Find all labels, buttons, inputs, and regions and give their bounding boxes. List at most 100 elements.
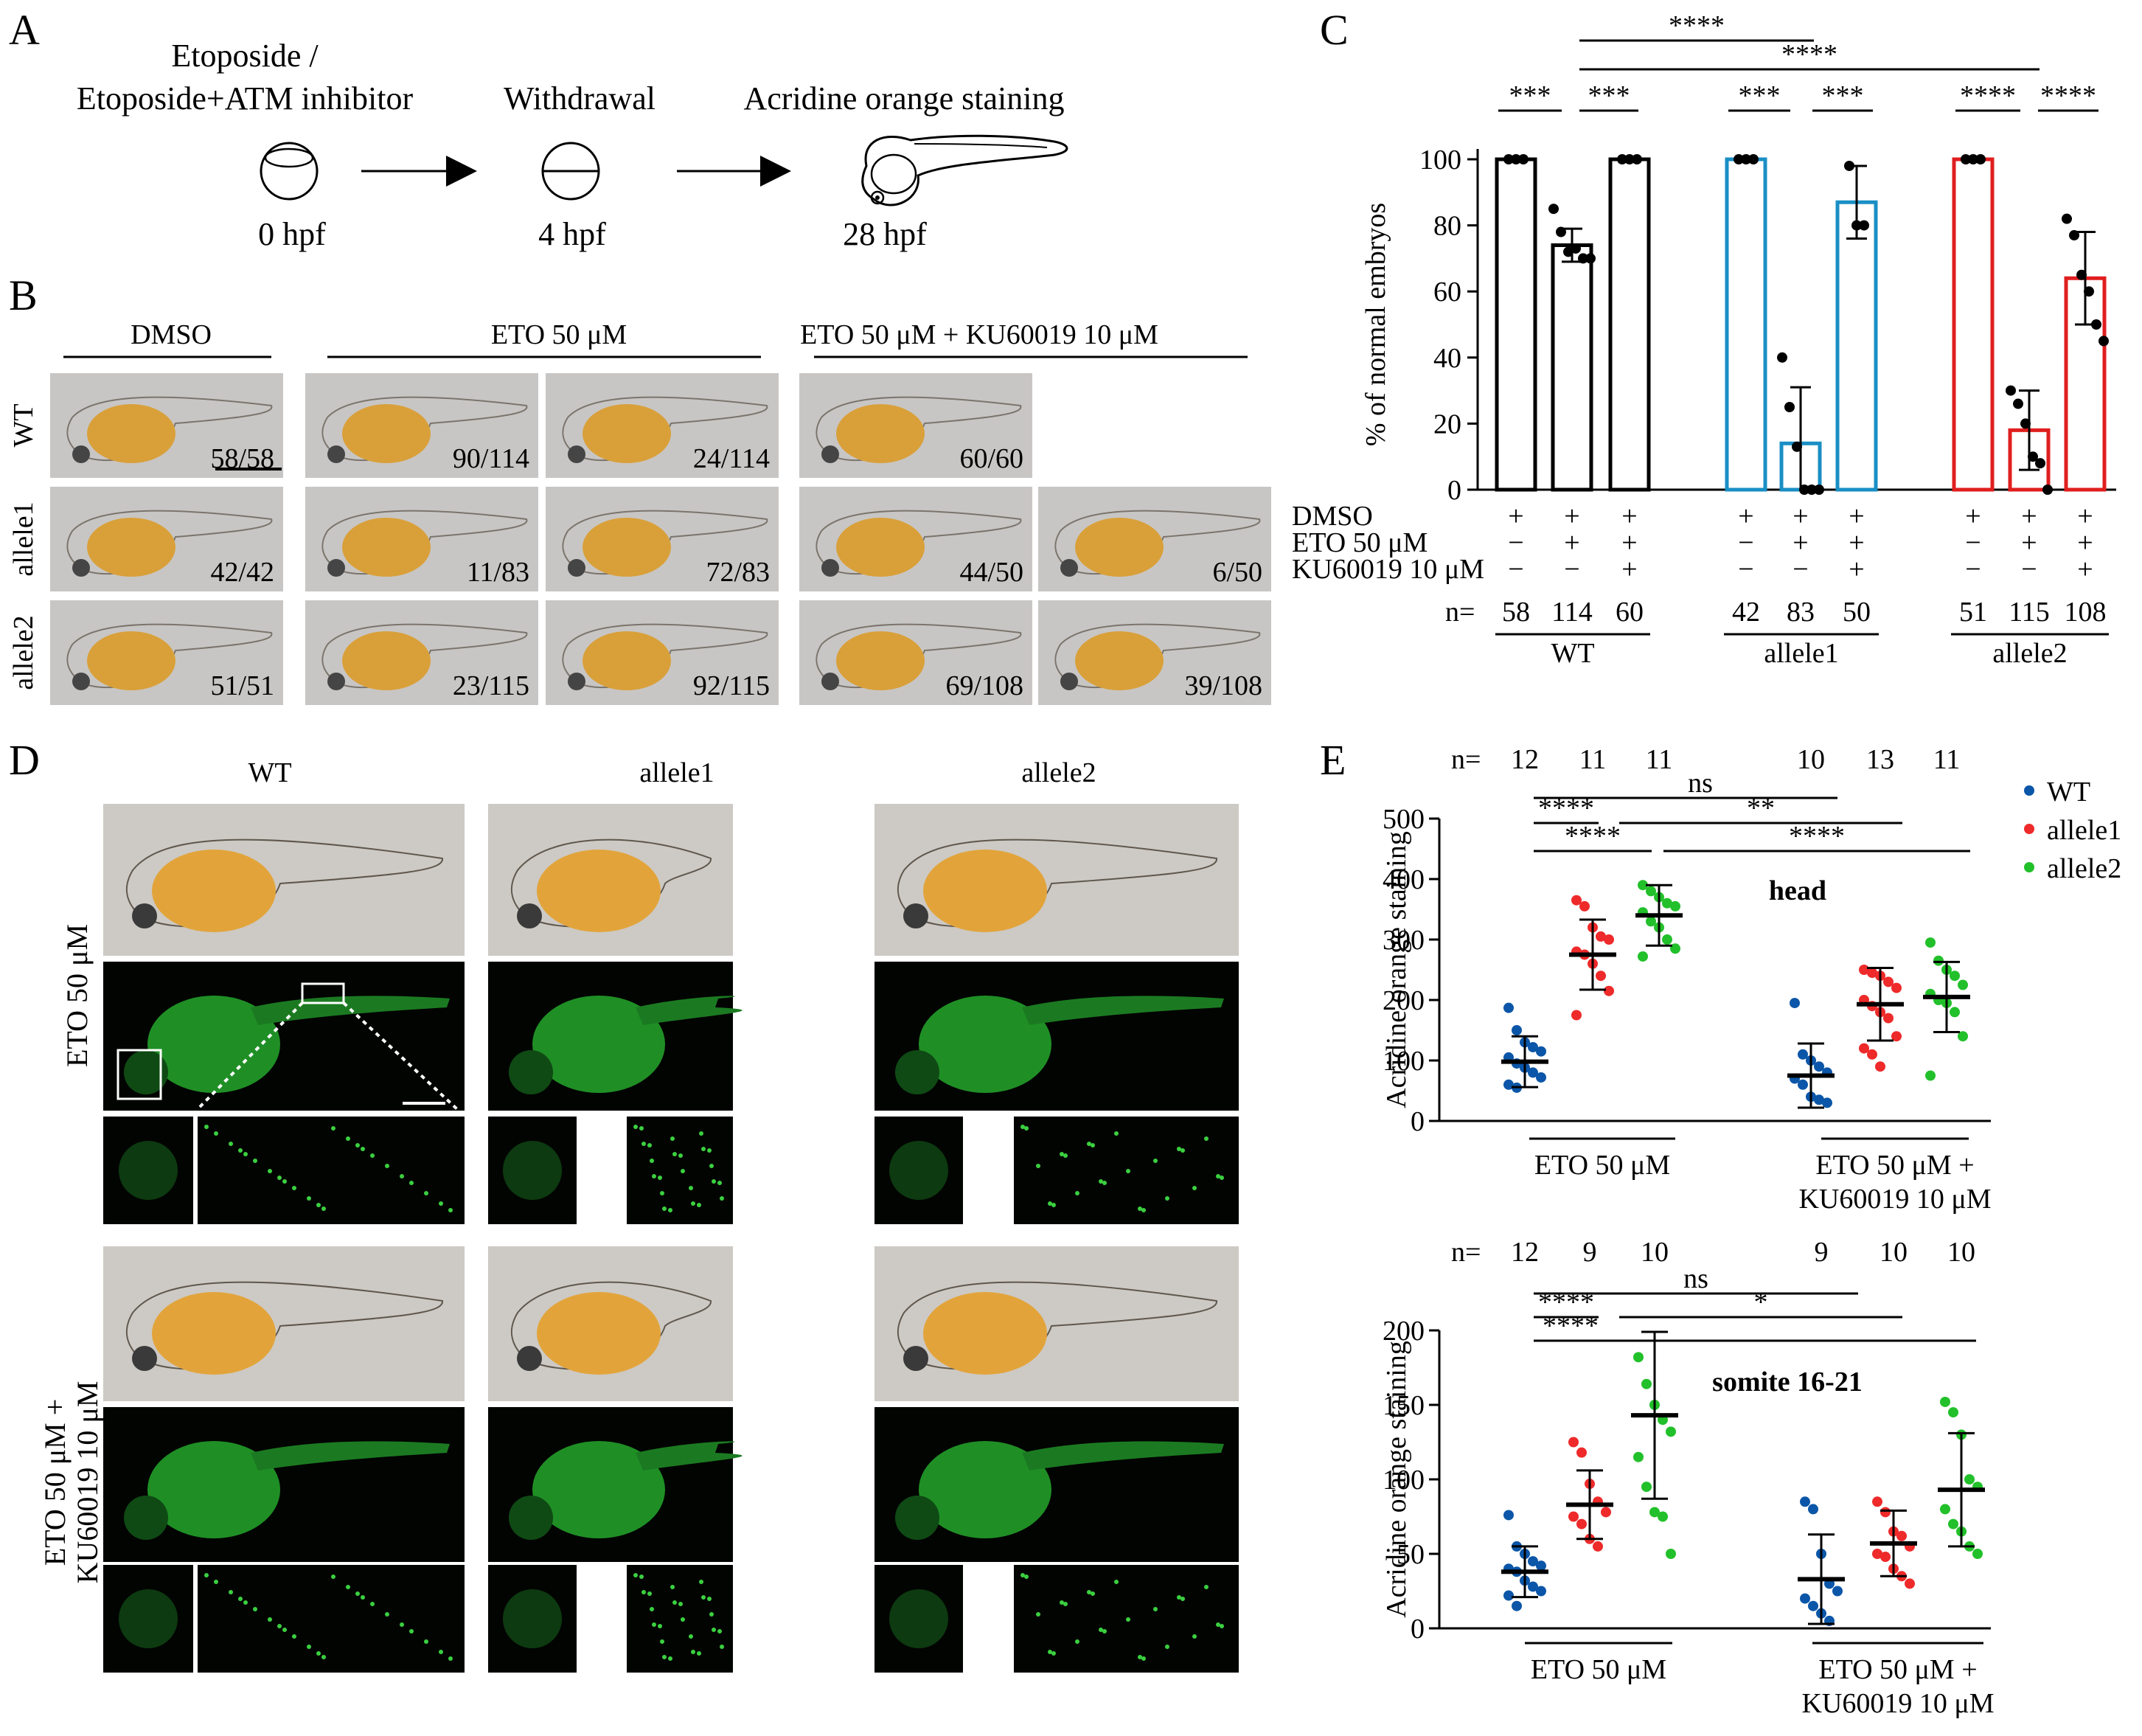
d-apoptotic-dot <box>253 1607 257 1611</box>
c-sign: + <box>1621 554 1637 585</box>
d-eye <box>132 1346 157 1371</box>
c-ytick-label: 80 <box>1433 211 1461 242</box>
c-point <box>2062 213 2072 224</box>
d-row-eto-ku-2: KU60019 10 μM <box>71 1381 104 1584</box>
d-apoptotic-dot <box>1220 1176 1224 1180</box>
d-apoptotic-dot <box>370 1153 375 1158</box>
d-apoptotic-dot <box>668 1208 672 1212</box>
c-sign: − <box>1564 554 1579 585</box>
d-apoptotic-dot <box>1177 1147 1181 1151</box>
d-apoptotic-dot <box>670 1585 675 1589</box>
e-ytick-label: 150 <box>1383 1390 1425 1421</box>
d-image-grid <box>103 804 1239 1673</box>
d-apoptotic-dot <box>1020 1125 1025 1129</box>
d-row-eto-ku-1: ETO 50 μM + <box>38 1399 72 1566</box>
d-apoptotic-dot <box>697 1651 701 1656</box>
e-group-right-2: KU60019 10 μM <box>1801 1688 1994 1719</box>
b-count: 92/115 <box>693 670 770 701</box>
e-point <box>1800 1593 1810 1604</box>
d-apoptotic-dot <box>660 1191 664 1195</box>
e-ytick-label: 400 <box>1383 864 1425 895</box>
c-ytick-label: 100 <box>1419 145 1461 176</box>
d-apoptotic-dot <box>448 1656 453 1661</box>
e-point <box>1536 1560 1546 1572</box>
a-time-0: 0 hpf <box>258 216 326 252</box>
e-ytick-label: 100 <box>1383 1046 1425 1077</box>
e-point <box>1964 1474 1975 1485</box>
d-apoptotic-dot <box>660 1639 664 1644</box>
d-apoptotic-dot <box>1177 1595 1181 1600</box>
c-ytick-label: 20 <box>1433 409 1461 440</box>
e-point <box>1662 934 1672 945</box>
e-n-label: n= <box>1451 744 1481 775</box>
d-yolk <box>152 850 276 932</box>
c-sign: − <box>1965 527 1981 558</box>
d-apoptotic-dot <box>701 1595 706 1600</box>
d-apoptotic-dot <box>1114 1580 1119 1584</box>
e-point <box>1948 1407 1958 1418</box>
c-point <box>2076 269 2087 280</box>
c-ytick-label: 40 <box>1433 343 1461 374</box>
e-ytick-label: 100 <box>1383 1465 1425 1496</box>
d-apoptotic-dot <box>282 1628 287 1632</box>
e-n-value: 11 <box>1933 744 1961 775</box>
c-n-value: 114 <box>1551 597 1593 628</box>
d-zoom-trunk <box>627 1117 733 1224</box>
e-point <box>1649 1507 1660 1518</box>
c-treat-label: KU60019 10 μM <box>1292 554 1484 585</box>
c-point <box>1844 160 1854 171</box>
d-apoptotic-dot <box>1051 1651 1056 1656</box>
e-point <box>1670 900 1680 912</box>
e-point <box>1822 1097 1832 1108</box>
d-yolk <box>152 1292 276 1375</box>
d-inset-box-head <box>117 1049 162 1100</box>
d-apoptotic-dot <box>1060 1152 1064 1156</box>
egg-4hpf-icon <box>541 142 600 201</box>
e-point <box>1528 1067 1538 1078</box>
e-point <box>1891 1031 1902 1042</box>
d-yolk <box>537 850 661 932</box>
e-ytick-label: 0 <box>1411 1614 1425 1645</box>
d-apoptotic-dot <box>316 1651 321 1656</box>
d-apoptotic-dot <box>633 1125 638 1129</box>
c-sig-label: *** <box>1588 80 1630 111</box>
b-count: 11/83 <box>467 557 529 588</box>
legend-dot-allele1 <box>2024 824 2034 834</box>
e-point <box>1593 1541 1603 1552</box>
e-point <box>1638 951 1648 962</box>
d-apoptotic-dot <box>1153 1159 1158 1163</box>
e-point <box>1646 916 1656 927</box>
e-ytick-label: 200 <box>1383 1316 1425 1347</box>
c-bar <box>1952 157 1995 492</box>
d-apoptotic-dot <box>385 1164 389 1168</box>
b-eye <box>1060 559 1078 577</box>
d-apoptotic-dot <box>1165 1196 1169 1201</box>
d-apoptotic-dot <box>400 1622 404 1627</box>
b-count: 69/108 <box>945 670 1023 701</box>
d-fluor-yolk <box>532 1441 665 1538</box>
d-apoptotic-dot <box>409 1629 414 1633</box>
b-row-label: allele1 <box>8 501 39 576</box>
e-ytick-label: 500 <box>1383 804 1425 835</box>
d-apoptotic-dot <box>268 1169 272 1173</box>
d-zoom-head-spot <box>889 1589 948 1648</box>
e-point <box>1568 1437 1579 1448</box>
c-point <box>2035 458 2045 469</box>
c-point <box>1968 154 1978 164</box>
d-apoptotic-dot <box>1220 1624 1224 1628</box>
d-apoptotic-dot <box>707 1597 712 1601</box>
d-apoptotic-dot <box>691 1201 695 1206</box>
e-point <box>1859 1043 1869 1054</box>
b-eye <box>327 559 345 577</box>
d-fluor-head <box>509 1496 553 1540</box>
d-fluor-trunk <box>636 996 743 1025</box>
d-apoptotic-dot <box>647 1143 652 1148</box>
e-point <box>1808 1504 1818 1515</box>
d-fluor-yolk <box>147 996 280 1093</box>
d-fluor-head <box>124 1496 168 1540</box>
d-yolk <box>923 1292 1047 1375</box>
d-apoptotic-dot <box>699 1580 703 1584</box>
legend-dot-allele2 <box>2024 862 2034 872</box>
e-point <box>1503 1510 1514 1521</box>
d-apoptotic-dot <box>355 1591 360 1596</box>
